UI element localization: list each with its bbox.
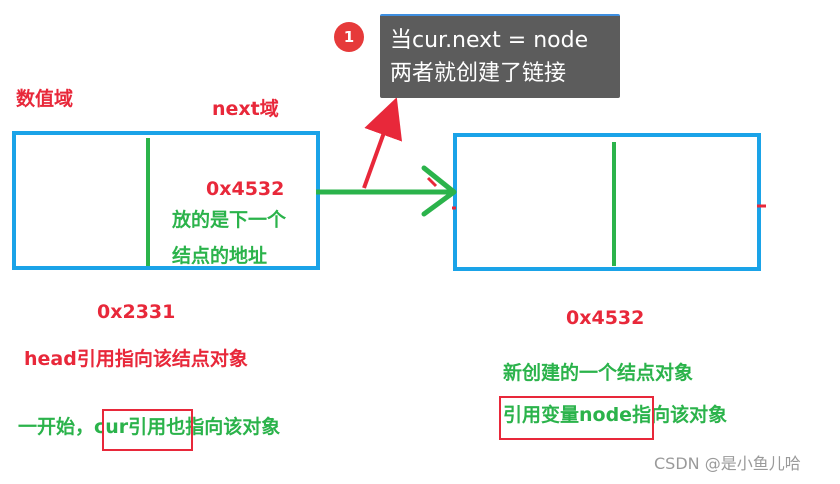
node1-box: [12, 131, 320, 270]
callout-tooltip: 当cur.next = node 两者就创建了链接: [380, 14, 620, 98]
watermark: CSDN @是小鱼儿哈: [654, 454, 801, 473]
node2-ref-note: 引用变量node指向该对象: [503, 406, 727, 425]
tooltip-line-2: 两者就创建了链接: [390, 61, 567, 86]
cur-note-word: cur引用: [94, 416, 167, 438]
cur-note-suffix: 也指向该对象: [166, 416, 281, 438]
node1-address: 0x2331: [97, 301, 176, 323]
next-link-arrow: [316, 165, 457, 217]
next-desc-line-1: 放的是下一个: [172, 209, 287, 231]
tooltip-line-1: 当cur.next = node: [390, 28, 589, 53]
node2-address: 0x4532: [566, 307, 645, 329]
next-field-label: next域: [212, 98, 279, 120]
tooltip-pointer-arrow: [362, 97, 403, 189]
red-tick-mark: [426, 176, 438, 188]
ref-note-suffix: 指向该对象: [632, 404, 728, 426]
node-highlight-box: [499, 396, 654, 440]
step-badge: 1: [334, 22, 364, 52]
ref-note-word: 引用变量node: [503, 404, 633, 426]
node2-box: [453, 133, 761, 271]
node1-cur-note: 一开始，cur引用也指向该对象: [18, 418, 280, 437]
next-desc-line-2: 结点的地址: [172, 245, 268, 267]
node2-desc: 新创建的一个结点对象: [503, 362, 694, 384]
node1-head-note: head引用指向该结点对象: [24, 348, 248, 370]
cur-note-prefix: 一开始，: [18, 416, 95, 438]
data-field-label: 数值域: [16, 88, 74, 110]
next-value-label: 0x4532: [206, 178, 285, 200]
cur-highlight-box: [102, 409, 193, 451]
